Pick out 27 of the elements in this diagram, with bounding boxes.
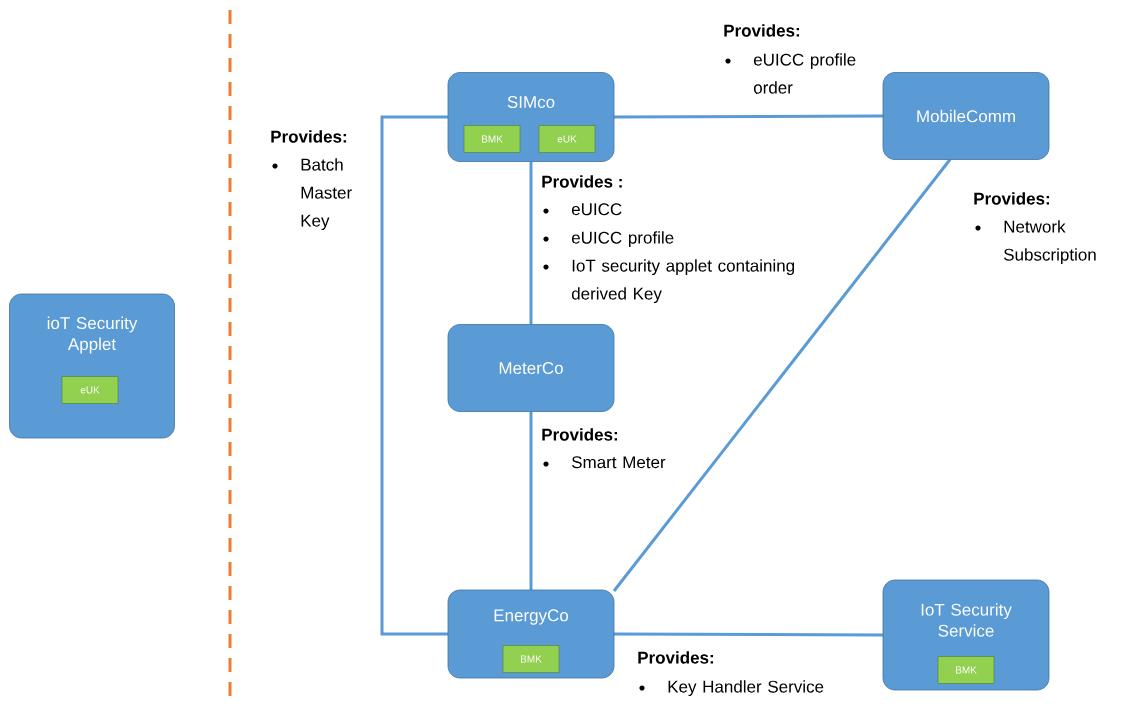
list-item: Key Handler Service (639, 680, 824, 697)
key-box: eUK (538, 125, 596, 153)
connector-line (614, 114, 883, 119)
list-item: eUICC (543, 203, 622, 216)
list-item: Batch Master Key (272, 158, 352, 231)
connector-line (614, 632, 883, 637)
heading: Provides : (542, 175, 622, 188)
heading: Provides: (542, 428, 618, 441)
list-item: Network Subscription (975, 220, 1096, 265)
list-item: eUICC profile order (725, 53, 856, 94)
process-box: MobileComm (882, 72, 1050, 160)
connector-line (529, 161, 533, 325)
key-box: BMK (937, 656, 995, 684)
heading: Provides: (638, 651, 714, 664)
key-box: BMK (502, 645, 560, 673)
connector-line (380, 115, 448, 636)
heading: Provides: (271, 130, 347, 143)
heading: Provides: (974, 192, 1050, 205)
key-box: BMK (463, 125, 521, 153)
list-item: Smart Meter (543, 456, 666, 469)
list-item: eUICC profile (543, 231, 674, 248)
connector-line (612, 158, 952, 592)
process-box: MeterCo (447, 324, 615, 412)
key-box: eUK (61, 376, 119, 404)
heading: Provides: (724, 24, 800, 37)
connector-line (529, 411, 533, 590)
list-item: IoT security applet containing derived Key (543, 259, 794, 304)
